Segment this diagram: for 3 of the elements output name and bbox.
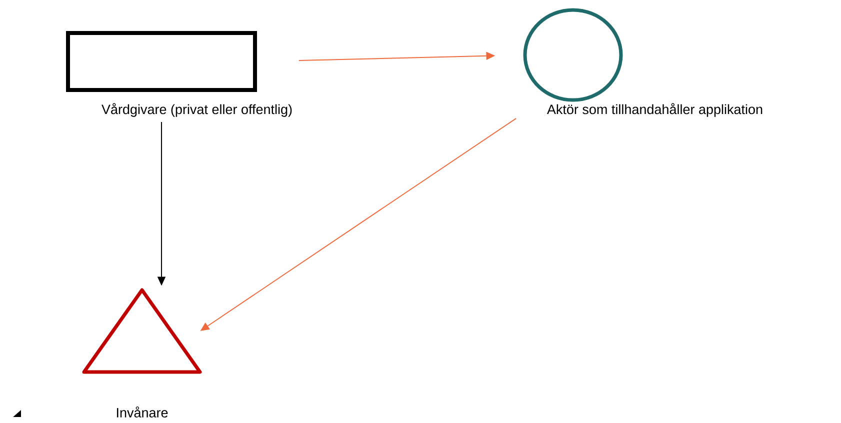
node-label: Invånare xyxy=(116,406,168,418)
node-label: Vårdgivare (privat eller offentlig) xyxy=(102,103,292,117)
node-label: Aktör som tillhandahåller applikation xyxy=(546,103,762,117)
